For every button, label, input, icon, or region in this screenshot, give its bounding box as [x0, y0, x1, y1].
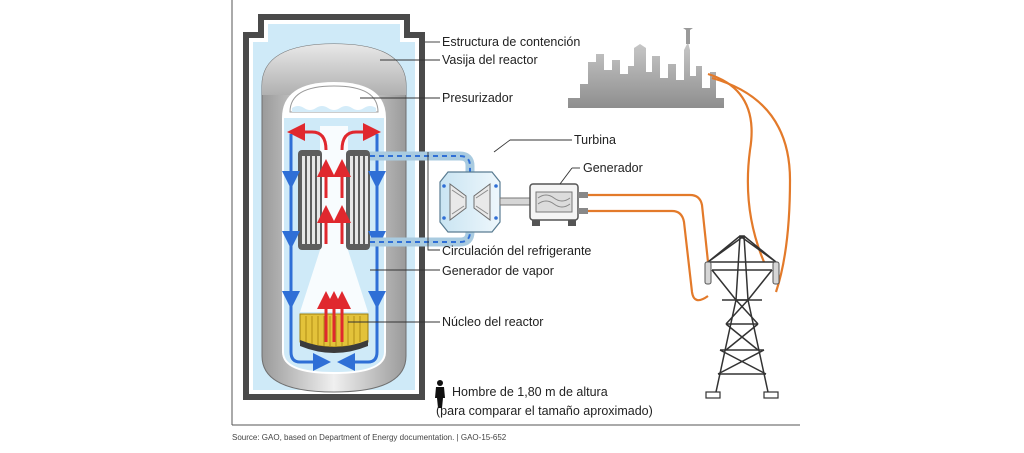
power-lines: [588, 72, 792, 302]
generator: [529, 183, 588, 226]
pressurizer: [289, 85, 379, 113]
label-containment: Estructura de contención: [442, 35, 581, 49]
label-core: Núcleo del reactor: [442, 315, 544, 329]
pressurizer-wave: [292, 106, 376, 112]
steam-generator-left: [298, 150, 322, 250]
steam-generator-right: [346, 150, 370, 250]
vessel-dome: [262, 44, 406, 95]
label-generator: Generador: [583, 161, 643, 175]
label-turbine: Turbina: [574, 133, 616, 147]
space-needle: [683, 28, 693, 44]
label-pressurizer: Presurizador: [442, 91, 513, 105]
leader-lines: [348, 41, 580, 323]
label-vessel: Vasija del reactor: [442, 53, 538, 67]
turbine-shaft: [499, 197, 533, 206]
transmission-tower: [707, 235, 777, 393]
label-coolant-circulation: Circulación del refrigerante: [442, 244, 592, 258]
tower-insulators: [704, 261, 780, 285]
turbine: [439, 171, 501, 233]
label-human-scale-2: (para comparar el tamaño aproximado): [436, 404, 653, 418]
city-skyline: [568, 42, 724, 108]
core-bottom: [300, 340, 368, 353]
cool-flow-arrows: [282, 134, 386, 371]
human-scale-icon: [435, 380, 445, 408]
tower-footings: [705, 391, 779, 399]
label-human-scale-1: Hombre de 1,80 m de altura: [452, 385, 608, 399]
label-steam-generator: Generador de vapor: [442, 264, 554, 278]
hot-flow-arrows: [287, 123, 381, 342]
source-note: Source: GAO, based on Department of Ener…: [232, 433, 507, 442]
